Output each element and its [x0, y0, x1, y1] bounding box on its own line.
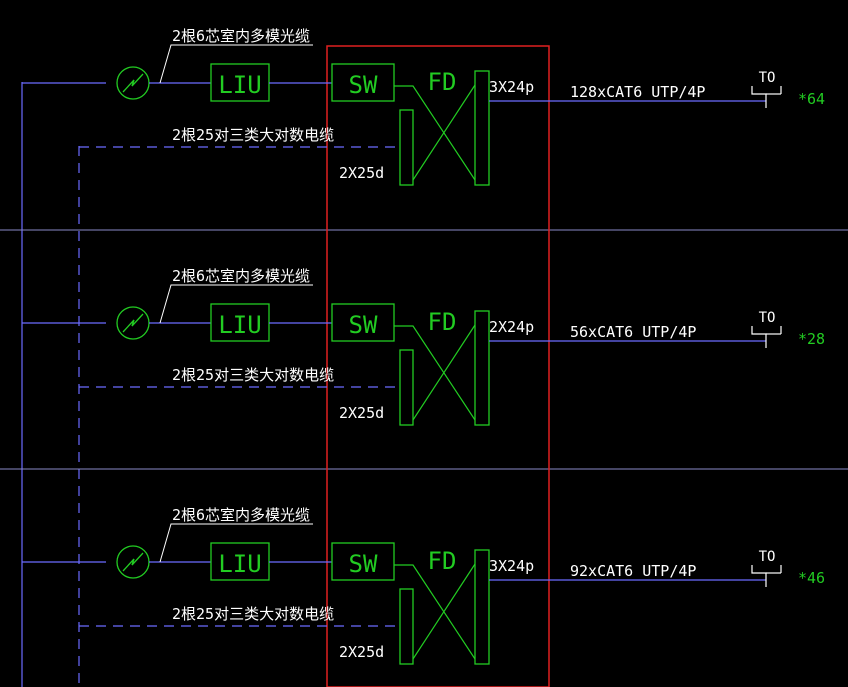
fd-label: FD — [428, 547, 457, 575]
horizontal-cable-label: 56xCAT6 UTP/4P — [570, 323, 696, 341]
patch-panel-label: 2X24p — [489, 318, 534, 336]
copper-cable-label: 2根25对三类大对数电缆 — [172, 126, 334, 144]
fiber-label-leader — [159, 523, 313, 563]
fd-highlight-frame — [326, 45, 550, 687]
floor-section: 2根6芯室内多模光缆 LIU SW FD 3X24p 2X25d 2根25对三类大对数电缆 1… — [22, 27, 825, 186]
sw-cross-connect — [394, 325, 476, 421]
voice-block-label: 2X25d — [339, 404, 384, 422]
copper-cable-label: 2根25对三类大对数电缆 — [172, 605, 334, 623]
voice-cross-connect — [412, 563, 476, 660]
fiber-cable-label: 2根6芯室内多模光缆 — [172, 267, 310, 285]
to-outlet-icon — [751, 565, 767, 587]
liu-label: LIU — [218, 71, 261, 99]
to-outlet-label: TO — [759, 70, 776, 86]
sw-label: SW — [349, 71, 378, 99]
floor-section: 2根6芯室内多模光缆 LIU SW FD 3X24p 2X25d 2根25对三类大对数电缆 9… — [22, 506, 825, 665]
fiber-cable-label: 2根6芯室内多模光缆 — [172, 506, 310, 524]
to-outlet-icon — [751, 86, 767, 108]
liu-label: LIU — [218, 311, 261, 339]
horizontal-cable-label: 92xCAT6 UTP/4P — [570, 562, 696, 580]
data-patch-block — [474, 310, 490, 426]
fd-label: FD — [428, 308, 457, 336]
voice-block-label: 2X25d — [339, 643, 384, 661]
sw-label: SW — [349, 550, 378, 578]
floor-section: 2根6芯室内多模光缆 LIU SW FD 2X24p 2X25d 2根25对三类大对数电缆 5… — [22, 267, 825, 426]
voice-cross-connect — [412, 324, 476, 421]
outlet-count-label: *64 — [798, 90, 825, 108]
outlet-count-label: *46 — [798, 569, 825, 587]
patch-panel-label: 3X24p — [489, 78, 534, 96]
patch-panel-label: 3X24p — [489, 557, 534, 575]
voice-patch-block — [399, 588, 414, 665]
to-outlet-label: TO — [759, 549, 776, 565]
voice-patch-block — [399, 349, 414, 426]
sw-box — [331, 303, 395, 342]
fiber-cable-label: 2根6芯室内多模光缆 — [172, 27, 310, 45]
liu-label: LIU — [218, 550, 261, 578]
to-outlet-icon — [751, 326, 767, 348]
horizontal-cable-label: 128xCAT6 UTP/4P — [570, 83, 705, 101]
fiber-cable-icon — [116, 66, 150, 100]
data-patch-block — [474, 70, 490, 186]
fiber-label-leader — [159, 44, 313, 84]
data-patch-block — [474, 549, 490, 665]
sw-label: SW — [349, 311, 378, 339]
outlet-count-label: *28 — [798, 330, 825, 348]
sw-cross-connect — [394, 85, 476, 181]
voice-patch-block — [399, 109, 414, 186]
sw-box — [331, 542, 395, 581]
voice-block-label: 2X25d — [339, 164, 384, 182]
sw-cross-connect — [394, 564, 476, 660]
voice-cross-connect — [412, 84, 476, 181]
copper-cable-label: 2根25对三类大对数电缆 — [172, 366, 334, 384]
to-outlet-label: TO — [759, 310, 776, 326]
fiber-cable-icon — [116, 306, 150, 340]
sw-box — [331, 63, 395, 102]
fiber-label-leader — [159, 284, 313, 324]
fiber-cable-icon — [116, 545, 150, 579]
fd-label: FD — [428, 68, 457, 96]
